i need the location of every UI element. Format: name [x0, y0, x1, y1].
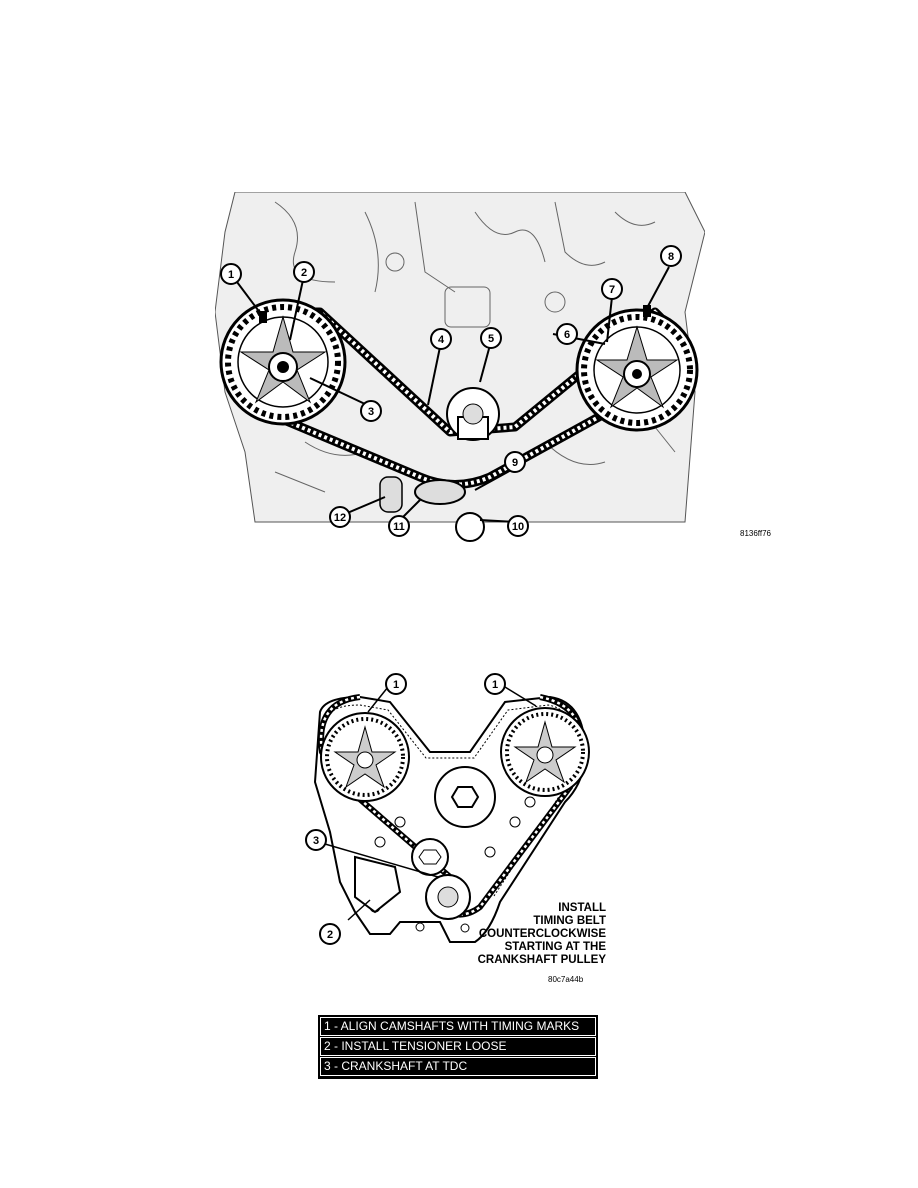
right-timing-mark	[643, 305, 651, 317]
left-camshaft-sprocket-2	[320, 712, 410, 802]
callout-12: 12	[334, 512, 346, 524]
callout-6: 6	[564, 329, 570, 341]
callout-2: 2	[301, 267, 307, 279]
callout-3: 3	[368, 406, 374, 418]
legend-row: 1 - ALIGN CAMSHAFTS WITH TIMING MARKS	[320, 1017, 596, 1036]
legend-row: 2 - INSTALL TENSIONER LOOSE	[320, 1037, 596, 1056]
legend-table: 1 - ALIGN CAMSHAFTS WITH TIMING MARKS 2 …	[318, 1015, 598, 1079]
callout-1-right: 1	[492, 679, 498, 691]
timing-belt-routing-diagram: 1 1 2 3	[305, 673, 590, 945]
callout-10: 10	[512, 521, 524, 533]
callout-7: 7	[609, 284, 615, 296]
callout-11: 11	[393, 521, 405, 533]
callout-1: 1	[228, 269, 234, 281]
right-camshaft-sprocket	[575, 308, 699, 432]
timing-belt-engine-diagram: 1 2 3 4 5 6 7 8 9 10 11 12	[215, 192, 705, 542]
callout-5: 5	[488, 333, 494, 345]
left-camshaft-sprocket	[219, 298, 347, 426]
instruction-line: COUNTERCLOCKWISE	[478, 928, 606, 940]
callout-4: 4	[438, 334, 445, 346]
instruction-line: INSTALL	[558, 902, 606, 914]
legend-row: 3 - CRANKSHAFT AT TDC	[320, 1057, 596, 1076]
tensioner-pulley	[446, 387, 500, 441]
right-camshaft-sprocket-2	[500, 707, 590, 797]
callout-3: 3	[313, 835, 319, 847]
install-instruction: INSTALL TIMING BELT COUNTERCLOCKWISE STA…	[446, 902, 606, 967]
instruction-line: STARTING AT THE	[504, 941, 606, 953]
instruction-line: TIMING BELT	[533, 915, 606, 927]
left-timing-mark	[259, 311, 267, 323]
callout-8: 8	[668, 251, 674, 263]
callout-2: 2	[327, 929, 333, 941]
figure1-id: 8136ff76	[740, 529, 771, 538]
callout-9: 9	[512, 457, 518, 469]
crankshaft-pulley-area	[379, 476, 485, 542]
figure2-id: 80c7a44b	[548, 975, 584, 984]
callout-1-left: 1	[393, 679, 399, 691]
instruction-line: CRANKSHAFT PULLEY	[477, 954, 606, 966]
